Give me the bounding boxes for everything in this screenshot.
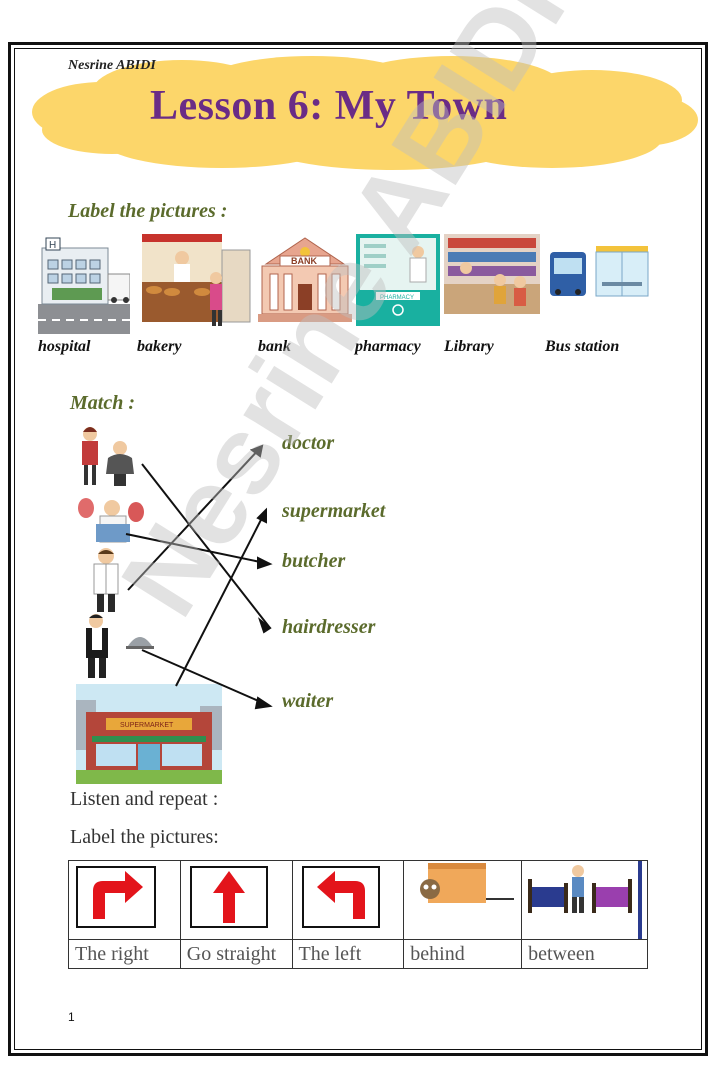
listen-repeat-heading: Listen and repeat : [70, 788, 219, 810]
direction-cell-straight [179, 860, 293, 940]
supermarket-picture: SUPERMARKET [76, 684, 222, 784]
match-heading: Match : [70, 392, 135, 414]
pharmacy-icon: PHARMACY [356, 234, 440, 326]
match-word-butcher: butcher [282, 550, 346, 572]
direction-cell-left [291, 860, 405, 940]
label-bakery: bakery [137, 338, 182, 355]
hairdresser-picture [82, 427, 134, 486]
direction-cell-right [68, 860, 181, 940]
directions-heading: Label the pictures: [70, 826, 219, 848]
library-icon [444, 234, 540, 314]
doctor-picture [93, 548, 119, 612]
between-beds-icon [528, 861, 643, 939]
bank-icon: BANK [258, 237, 352, 322]
behind-box-icon [420, 863, 515, 903]
page-number: 1 [68, 1010, 75, 1024]
match-word-hairdresser: hairdresser [282, 616, 376, 638]
supermarket-sign: SUPERMARKET [120, 722, 174, 729]
hospital-icon: H [38, 237, 130, 334]
direction-cell-between [521, 860, 648, 940]
label-bank: bank [258, 338, 291, 355]
label-pharmacy: pharmacy [355, 338, 421, 355]
direction-label-right: The right [68, 939, 181, 969]
bus-station-icon [550, 246, 649, 297]
svg-text:H: H [49, 240, 56, 251]
direction-label-left: The left [291, 939, 405, 969]
svg-text:PHARMACY: PHARMACY [380, 295, 414, 301]
turn-right-arrow-icon [76, 866, 156, 928]
label-hospital: hospital [38, 338, 91, 355]
butcher-picture [78, 498, 144, 543]
match-word-waiter: waiter [282, 690, 334, 712]
author-name: Nesrine ABIDI [68, 58, 156, 73]
directions-table: The right Go straight The left behind be… [68, 860, 648, 969]
direction-label-between: between [521, 939, 648, 969]
label-library: Library [444, 338, 494, 355]
page-border-outer [8, 42, 708, 1056]
title-cloud-banner [32, 56, 698, 170]
match-word-doctor: doctor [282, 432, 335, 454]
direction-cell-behind [403, 860, 523, 940]
page-border-inner [14, 48, 702, 1050]
lesson-title: Lesson 6: My Town [150, 83, 508, 129]
svg-text:BANK: BANK [291, 256, 317, 266]
match-word-supermarket: supermarket [282, 500, 386, 522]
bakery-icon [142, 234, 251, 326]
straight-arrow-icon [189, 866, 268, 928]
direction-label-behind: behind [403, 939, 523, 969]
turn-left-arrow-icon [301, 866, 380, 928]
label-bus-station: Bus station [545, 338, 620, 355]
waiter-picture [86, 614, 154, 678]
direction-label-straight: Go straight [179, 939, 293, 969]
label-pictures-heading: Label the pictures : [68, 200, 228, 222]
